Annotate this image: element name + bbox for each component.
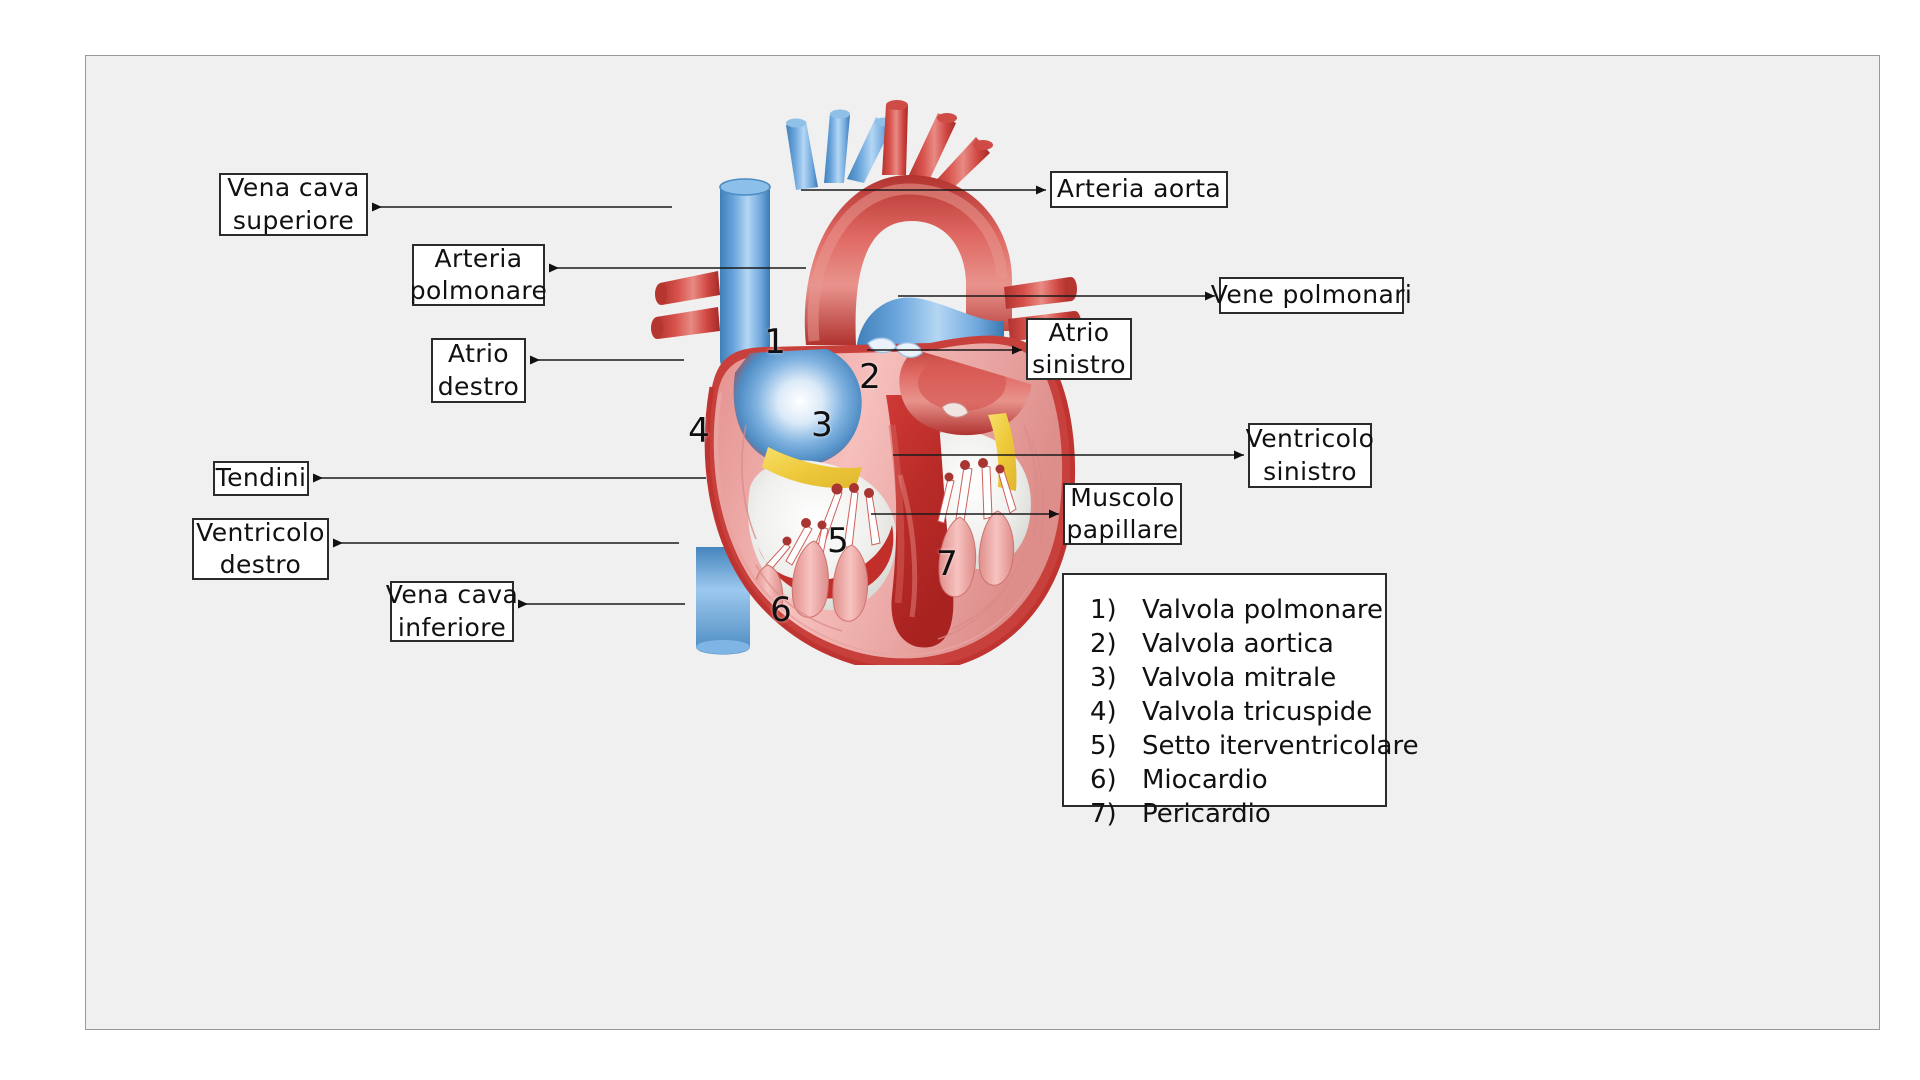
label-text-ventricolo-sinistro-line1: Ventricolo <box>1245 424 1375 453</box>
legend-text: Pericardio <box>1142 799 1271 829</box>
aortic-branches <box>786 100 993 195</box>
label-box-vene-polmonari[interactable]: Vene polmonari <box>1211 277 1412 314</box>
superior-vena-cava <box>719 178 771 375</box>
heart-anatomy-illustration <box>600 95 1160 673</box>
label-box-vena-cava-inferiore[interactable]: Vena cava inferiore <box>386 580 518 642</box>
label-box-atrio-sinistro[interactable]: Atrio sinistro <box>1026 318 1132 380</box>
legend-text: Valvola polmonare <box>1142 595 1384 625</box>
number-marker-3: 3 <box>811 405 833 445</box>
label-text-vene-polmonari-line1: Vene polmonari <box>1210 280 1413 310</box>
label-box-atrio-destro[interactable]: Atrio destro <box>431 338 526 403</box>
legend-text: Setto iterventricolare <box>1142 731 1419 761</box>
myocardium-trabeculae <box>741 424 1045 640</box>
label-text-arteria-polmonare-line1: Arteria <box>434 243 523 273</box>
number-marker-4: 4 <box>688 411 710 451</box>
label-box-arteria-polmonare[interactable]: Arteria polmonare <box>409 243 548 306</box>
legend-number: 3) <box>1090 663 1117 693</box>
legend-row-2: 2) Valvola aortica <box>1090 629 1363 659</box>
legend-text: Valvola aortica <box>1142 629 1334 659</box>
legend-text: Valvola mitrale <box>1142 663 1337 693</box>
label-box-arteria-aorta[interactable]: Arteria aorta <box>1050 171 1228 208</box>
legend-number: 4) <box>1090 697 1117 727</box>
label-box-tendini[interactable]: Tendini <box>213 461 309 496</box>
label-text-atrio-sinistro-line1: Atrio <box>1048 317 1110 347</box>
legend-row-4: 4) Valvola tricuspide <box>1090 697 1372 727</box>
label-text-tendini-line1: Tendini <box>215 463 307 493</box>
label-text-atrio-destro-line1: Atrio <box>448 339 509 368</box>
legend-number: 1) <box>1090 595 1117 625</box>
label-text-arteria-polmonare-line2: polmonare <box>409 276 548 305</box>
aortic-valve <box>941 402 969 418</box>
number-marker-5: 5 <box>827 521 849 561</box>
label-text-muscolo-papillare-line1: Muscolo <box>1070 482 1175 512</box>
legend-number: 2) <box>1090 629 1117 659</box>
label-text-atrio-destro-line2: destro <box>437 371 520 401</box>
legend-row-7: 7) Pericardio <box>1090 799 1363 829</box>
coronary-fat-tissue <box>762 413 1017 491</box>
label-box-vena-cava-superiore[interactable]: Vena cava superiore <box>219 173 368 236</box>
right-atrium <box>733 345 862 467</box>
chordae-tendineae-left <box>937 458 1017 524</box>
label-text-muscolo-papillare-line2: papillare <box>1066 515 1179 544</box>
legend-row-6: 6) Miocardio <box>1090 765 1363 795</box>
interventricular-septum <box>886 395 954 648</box>
label-text-arteria-aorta-line1: Arteria aorta <box>1056 174 1222 204</box>
legend-box: 1) Valvola polmonare 2) Valvola aortica 3) Va… <box>1062 573 1419 829</box>
label-box-ventricolo-destro[interactable]: Ventricolo destro <box>192 518 329 580</box>
right-pulmonary-artery-stubs <box>651 271 720 339</box>
label-text-ventricolo-destro-line1: Ventricolo <box>196 517 325 547</box>
legend-row-3: 3) Valvola mitrale <box>1090 663 1363 693</box>
label-text-vena-cava-inferiore-line1: Vena cava <box>385 580 519 609</box>
legend-number: 6) <box>1090 765 1117 795</box>
label-box-ventricolo-sinistro[interactable]: Ventricolo sinistro <box>1245 423 1375 488</box>
label-box-muscolo-papillare[interactable]: Muscolo papillare <box>1063 483 1182 545</box>
legend-row-5: 5) Setto iterventricolare <box>1090 731 1419 761</box>
legend-row-1: 1) Valvola polmonare <box>1090 595 1383 625</box>
heart-body <box>704 335 1075 673</box>
label-text-atrio-sinistro-line2: sinistro <box>1032 350 1126 379</box>
legend-text: Valvola tricuspide <box>1142 697 1373 727</box>
number-marker-6: 6 <box>770 590 792 630</box>
legend-text: Miocardio <box>1142 765 1268 795</box>
legend-number: 5) <box>1090 731 1117 761</box>
label-text-ventricolo-sinistro-line2: sinistro <box>1263 456 1357 486</box>
label-text-ventricolo-destro-line2: destro <box>219 550 302 579</box>
label-text-vena-cava-superiore-line2: superiore <box>232 205 355 235</box>
number-marker-1: 1 <box>764 322 786 362</box>
number-marker-7: 7 <box>936 544 958 584</box>
papillary-muscles-left <box>938 510 1015 598</box>
label-text-vena-cava-superiore-line1: Vena cava <box>227 173 360 202</box>
legend-number: 7) <box>1090 799 1117 829</box>
number-marker-2: 2 <box>859 357 881 397</box>
label-text-vena-cava-inferiore-line2: inferiore <box>397 612 507 642</box>
inferior-vena-cava <box>696 547 750 655</box>
